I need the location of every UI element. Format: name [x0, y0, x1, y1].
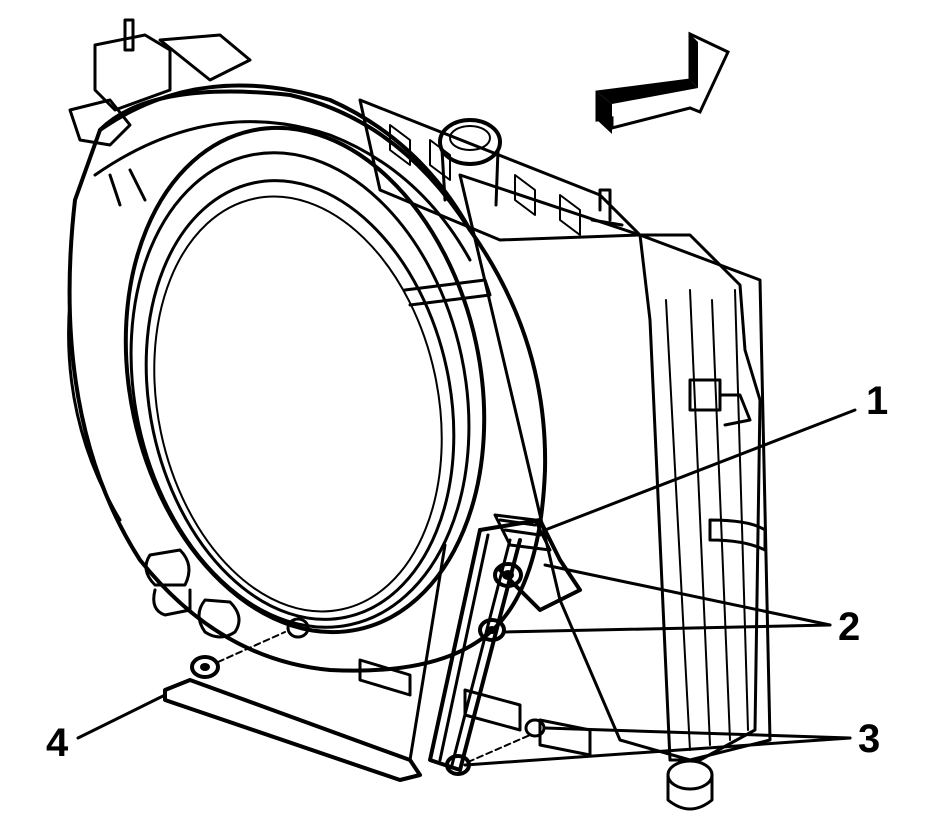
- front-direction-arrow-icon: [595, 31, 730, 134]
- bolt-item-4-icon: [190, 617, 310, 679]
- lower-brace-rod: [163, 543, 447, 782]
- radiator: [358, 98, 772, 811]
- callout-1: 1: [866, 379, 888, 423]
- leader-line-1: [543, 408, 857, 532]
- fan-shroud: [67, 18, 592, 757]
- callout-leader-lines: [76, 408, 857, 767]
- leader-line-3b: [543, 726, 852, 740]
- callout-4: 4: [46, 721, 69, 765]
- leader-line-3a: [463, 736, 852, 767]
- leader-line-4: [76, 693, 167, 740]
- bolt-item-2-lower-icon: [478, 618, 506, 642]
- callout-2: 2: [838, 605, 860, 649]
- leader-line-2a: [543, 563, 832, 627]
- leader-line-2b: [503, 623, 832, 634]
- callout-3: 3: [858, 717, 880, 761]
- bolt-item-2-upper-icon: [493, 562, 523, 588]
